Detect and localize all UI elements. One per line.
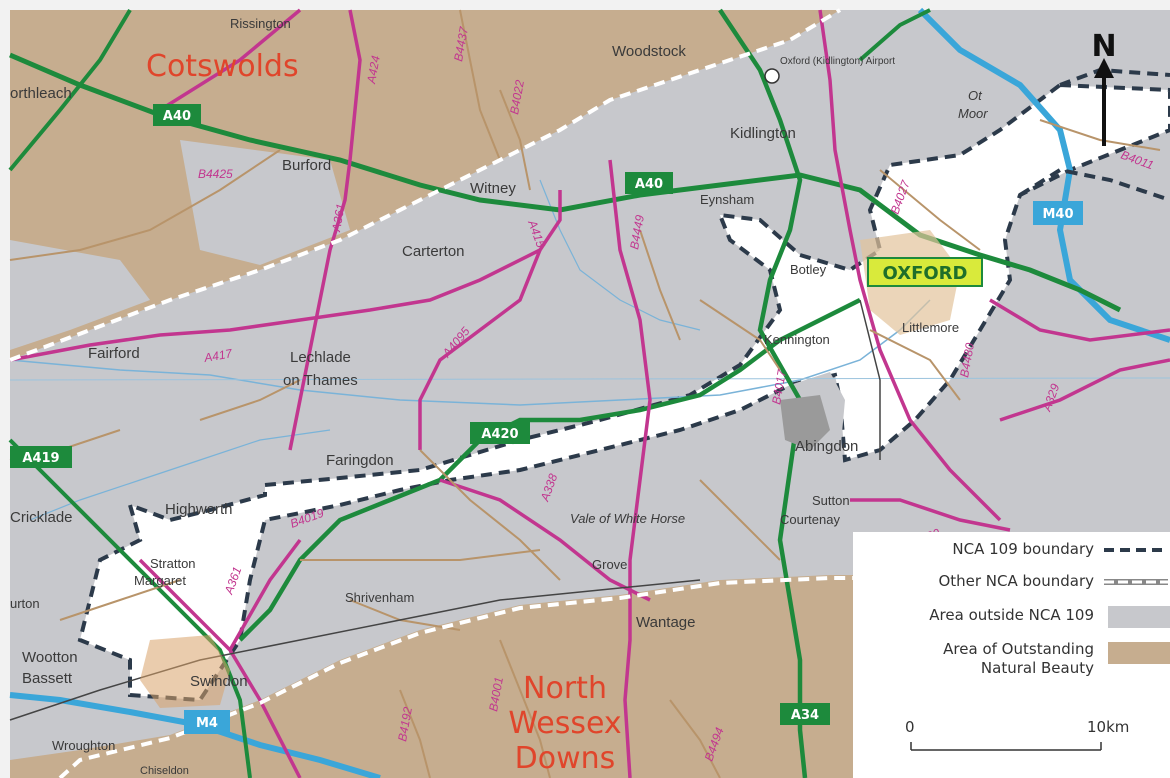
a419-road bbox=[8, 438, 252, 778]
road-shield-a419: A419 bbox=[10, 446, 72, 468]
svg-text:A40: A40 bbox=[635, 177, 663, 192]
town-label-stratton-1: Stratton bbox=[150, 556, 196, 571]
road-shield-m4: M4 bbox=[184, 710, 230, 734]
town-label-airport: Oxford (Kidlington) Airport bbox=[780, 56, 895, 67]
town-label-grove: Grove bbox=[592, 557, 627, 572]
road-shield-a34: A34 bbox=[780, 703, 830, 725]
legend-label-nca-boundary: NCA 109 boundary bbox=[952, 540, 1094, 558]
town-label-ot-moor-1: Ot bbox=[968, 88, 983, 103]
legend-row-other-boundary: Other NCA boundary bbox=[938, 572, 1170, 592]
svg-text:M4: M4 bbox=[196, 716, 218, 731]
town-label-abingdon: Abingdon bbox=[795, 438, 858, 455]
svg-text:A419: A419 bbox=[22, 451, 59, 466]
north-arrow-icon: N bbox=[1091, 29, 1117, 146]
road-label-b4022: B4022 bbox=[507, 79, 527, 116]
town-label-highworth: Highworth bbox=[165, 501, 233, 518]
map-area: A40 A40 A420 A419 M40 M4 A34 OXFORD bbox=[8, 7, 1170, 778]
town-label-eynsham: Eynsham bbox=[700, 192, 754, 207]
town-label-botley: Botley bbox=[790, 262, 827, 277]
road-shield-m40: M40 bbox=[1033, 201, 1083, 225]
svg-text:A40: A40 bbox=[163, 109, 191, 124]
road-label-a417: A417 bbox=[202, 346, 234, 365]
road-shield-a40-west: A40 bbox=[153, 104, 201, 126]
svg-text:M40: M40 bbox=[1042, 207, 1073, 222]
town-label-wootton-2: Bassett bbox=[22, 670, 73, 687]
town-label-kennington: Kennington bbox=[764, 332, 830, 347]
svg-text:OXFORD: OXFORD bbox=[883, 263, 968, 284]
legend-grey-swatch bbox=[1102, 606, 1170, 628]
town-label-vale: Vale of White Horse bbox=[570, 511, 685, 526]
road-label-b4017: B4017 bbox=[769, 368, 789, 406]
town-label-witney: Witney bbox=[470, 180, 516, 197]
road-label-b4001: B4001 bbox=[486, 676, 506, 713]
legend-label-aonb-1: Area of Outstanding bbox=[943, 640, 1094, 658]
road-label-b4192: B4192 bbox=[395, 706, 415, 743]
town-label-littlemore: Littlemore bbox=[902, 320, 959, 335]
town-label-wroughton: Wroughton bbox=[52, 738, 115, 753]
town-label-fairford: Fairford bbox=[88, 345, 140, 362]
legend-label-outside: Area outside NCA 109 bbox=[929, 606, 1094, 624]
town-label-sutton-2: Courtenay bbox=[780, 512, 840, 527]
legend-label-aonb: Area of Outstanding Natural Beauty bbox=[943, 640, 1094, 678]
svg-text:A34: A34 bbox=[791, 708, 819, 723]
legend-row-outside: Area outside NCA 109 bbox=[929, 606, 1170, 628]
town-label-woodstock: Woodstock bbox=[612, 43, 686, 60]
legend-row-aonb: Area of Outstanding Natural Beauty bbox=[943, 640, 1170, 678]
legend-label-other-boundary: Other NCA boundary bbox=[938, 572, 1094, 590]
legend-label-aonb-2: Natural Beauty bbox=[980, 659, 1094, 677]
road-shield-oxford: OXFORD bbox=[867, 257, 983, 287]
town-label-swindon: Swindon bbox=[190, 673, 248, 690]
scale-bar: 0 10km bbox=[903, 718, 1129, 760]
road-label-b4480: B4480 bbox=[957, 342, 977, 379]
map-legend: NCA 109 boundary Other NCA boundary Area… bbox=[853, 532, 1170, 778]
town-label-ot-moor-2: Moor bbox=[958, 106, 988, 121]
region-label-cotswolds: Cotswolds bbox=[146, 49, 299, 84]
road-label-b4437: B4437 bbox=[451, 25, 471, 63]
legend-brown-swatch bbox=[1102, 640, 1170, 664]
road-label-b4425: B4425 bbox=[198, 167, 233, 181]
town-label-kidlington: Kidlington bbox=[730, 125, 796, 142]
town-label-rissington: Rissington bbox=[230, 16, 291, 31]
region-label-north-wessex-3: Downs bbox=[515, 741, 616, 776]
town-label-burford: Burford bbox=[282, 157, 331, 174]
town-label-chiseldon: Chiseldon bbox=[140, 765, 189, 777]
town-label-lechlade-1: Lechlade bbox=[290, 349, 351, 366]
town-label-lechlade-2: on Thames bbox=[283, 372, 358, 389]
town-label-sutton-1: Sutton bbox=[812, 493, 850, 508]
airport-icon bbox=[764, 68, 780, 84]
svg-text:A420: A420 bbox=[481, 427, 518, 442]
a34-road bbox=[718, 8, 808, 778]
a40-road bbox=[9, 52, 1122, 313]
town-label-wootton-1: Wootton bbox=[22, 649, 78, 666]
town-label-cricklade: Cricklade bbox=[10, 509, 73, 526]
town-label-faringdon: Faringdon bbox=[326, 452, 394, 469]
scale-label-start: 0 bbox=[905, 718, 915, 736]
town-label-wantage: Wantage bbox=[636, 614, 695, 631]
scale-label-end: 10km bbox=[1087, 718, 1130, 736]
road-shield-a420: A420 bbox=[470, 422, 530, 444]
region-label-north-wessex-1: North bbox=[523, 671, 607, 706]
legend-dashed-dark-icon bbox=[1102, 540, 1170, 560]
road-shield-a40-east: A40 bbox=[625, 172, 673, 194]
road-label-a361-north: A361 bbox=[329, 202, 348, 233]
road-label-b4449: B4449 bbox=[627, 214, 647, 251]
town-label-shrivenham: Shrivenham bbox=[345, 590, 414, 605]
legend-dashed-white-icon bbox=[1102, 572, 1170, 592]
legend-row-nca-boundary: NCA 109 boundary bbox=[952, 540, 1170, 560]
other-nca-boundary-north bbox=[9, 8, 842, 362]
town-label-stratton-2: Margaret bbox=[134, 573, 186, 588]
town-label-northleach: orthleach bbox=[10, 85, 72, 102]
town-label-purton: urton bbox=[10, 596, 40, 611]
region-label-north-wessex-2: Wessex bbox=[508, 706, 621, 741]
road-label-a424: A424 bbox=[364, 54, 383, 85]
town-label-carterton: Carterton bbox=[402, 243, 465, 260]
